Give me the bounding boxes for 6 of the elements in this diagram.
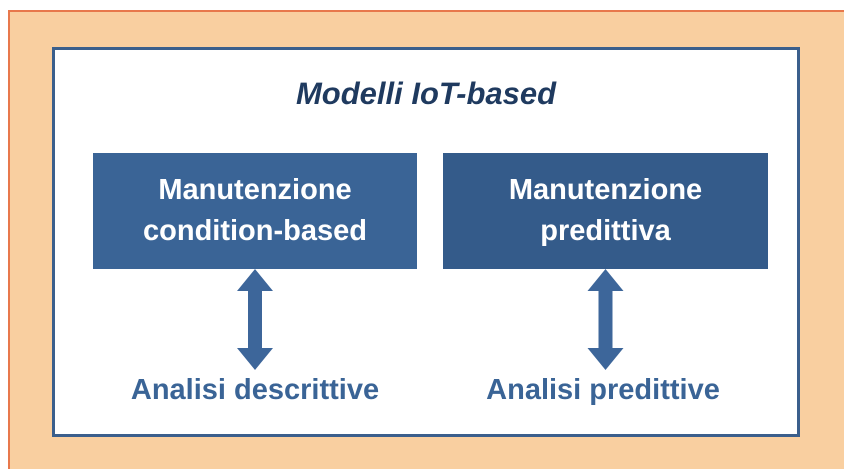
double-arrow	[588, 269, 624, 370]
double-arrow	[237, 269, 273, 370]
process-box: Manutenzione predittiva	[443, 153, 768, 269]
panel-heading: Modelli IoT-based	[294, 76, 558, 112]
model-panel	[52, 47, 800, 437]
process-box: Manutenzione condition-based	[93, 153, 417, 269]
